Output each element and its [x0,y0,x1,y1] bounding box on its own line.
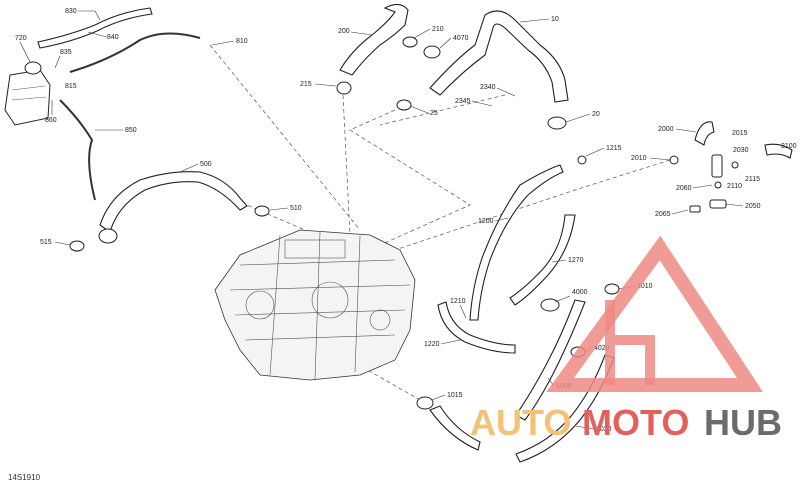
callout-4070: 4070 [453,35,469,42]
callout-1270: 1270 [568,257,584,264]
assembly-guides [209,44,671,401]
hose-850 [59,99,96,201]
callout-215: 215 [300,81,312,88]
hose-830 [37,7,153,49]
callout-1010: 1010 [637,283,653,290]
clamp-1010 [604,283,620,295]
hose-1015 [429,405,481,451]
clamp-210 [402,36,418,48]
callout-1215: 1215 [606,145,622,152]
callout-10: 10 [551,16,559,23]
callout-1210: 1210 [450,298,466,305]
callout-510: 510 [290,205,302,212]
watermark-hub: HUB [704,402,782,443]
seal-4000 [540,298,560,312]
callout-815: 815 [65,83,77,90]
callout-2115: 2115 [745,176,760,183]
callout-2000: 2000 [658,126,674,133]
watermark-moto: MOTO [582,402,689,443]
clamp-515 [69,240,85,252]
callout-1220: 1220 [424,341,440,348]
callout-860: 860 [45,117,57,124]
engine-block [214,229,416,381]
callout-4020: 4020 [594,345,610,352]
callout-2345: 2345 [455,98,471,105]
callout-2060: 2060 [676,185,692,192]
callout-830: 830 [65,8,77,15]
callout-4000: 4000 [572,289,588,296]
seal-4070 [423,45,441,59]
callout-labels: 830 720 835 840 815 860 850 810 200 210 … [15,8,797,433]
callout-2110: 2110 [727,183,742,190]
cap-20 [547,116,567,130]
hose-500 [99,171,248,233]
clamp-1015 [416,396,434,410]
callout-500: 500 [200,161,212,168]
callout-20: 20 [592,111,600,118]
callout-515: 515 [40,239,52,246]
callout-810: 810 [236,38,248,45]
callout-1200: 1200 [478,218,494,225]
callout-2340: 2340 [480,84,496,91]
hose-1020 [515,354,615,463]
callout-25: 25 [430,110,438,117]
clamp-25 [396,99,412,111]
right-fittings [577,121,793,213]
clamp-215 [336,81,352,95]
hose-1000 [515,299,586,421]
callout-200: 200 [338,28,350,35]
callout-1015: 1015 [447,392,463,399]
callout-2015: 2015 [732,130,748,137]
clamp-510 [254,205,270,217]
callout-2050: 2050 [745,203,761,210]
hose-1200 [469,164,564,321]
hose-1270 [509,214,576,306]
callout-1020: 1020 [596,426,612,433]
watermark: AUTO MOTO HUB [470,235,782,443]
watermark-inner-mark [605,300,655,385]
hose-800 [69,32,201,73]
callout-2100: 2100 [781,143,797,150]
clamp-500-end [98,228,118,244]
hose-10 [429,10,569,103]
hose-200 [339,3,409,76]
callout-210: 210 [432,26,444,33]
coolant-reservoir [4,61,51,126]
callout-835: 835 [60,49,72,56]
hose-1220 [437,301,516,354]
figure-id: 14S1910 [8,473,41,482]
callout-2010: 2010 [631,155,647,162]
callout-840: 840 [107,34,119,41]
callout-2065: 2065 [655,211,671,218]
callout-2030: 2030 [733,147,749,154]
callout-850: 850 [125,127,137,134]
callout-720: 720 [15,35,27,42]
watermark-auto: AUTO [470,402,571,443]
